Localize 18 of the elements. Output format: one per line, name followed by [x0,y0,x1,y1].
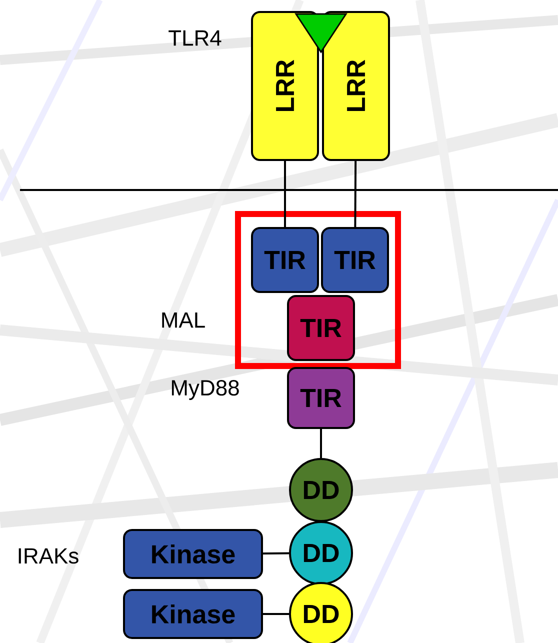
domain-box: TIR [287,367,355,429]
connector-line [263,613,289,615]
kinase-box: Kinase [123,529,263,579]
protein-label: IRAKs [18,548,78,564]
highlight-frame [235,211,401,369]
protein-label: TLR4 [168,30,222,46]
protein-label: MyD88 [172,380,239,400]
domain-box: LRR [251,11,319,161]
connector-line [263,552,290,554]
connector-line [284,161,286,227]
domain-box: TIR [287,295,355,361]
protein-label: MAL [162,312,205,328]
connector-line [354,161,357,228]
domain-box: TIR [321,227,389,293]
domain-box: TIR [251,227,319,293]
domain-box: LRR [322,11,390,161]
kinase-box: Kinase [123,589,263,639]
connector-line [320,429,322,458]
